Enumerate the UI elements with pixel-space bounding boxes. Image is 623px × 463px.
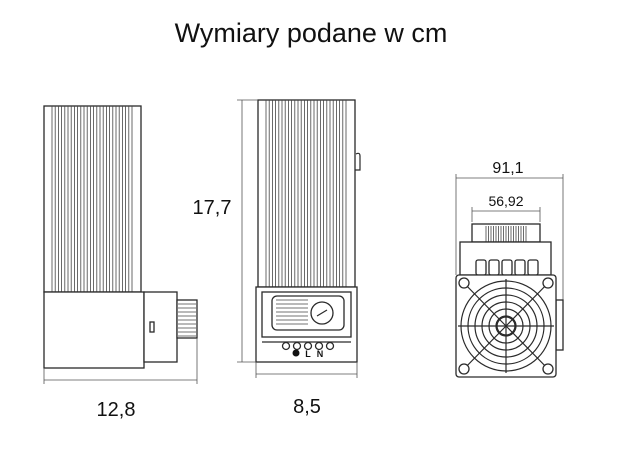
screw-hole bbox=[542, 363, 554, 375]
connector-housing bbox=[143, 291, 178, 363]
side-width-label: 12,8 bbox=[97, 399, 136, 421]
connector-plug bbox=[176, 299, 198, 339]
terminal-hole bbox=[325, 341, 335, 351]
ground-terminal-icon bbox=[292, 349, 300, 357]
terminal-label-n: N bbox=[317, 349, 324, 359]
mounting-hook bbox=[355, 152, 361, 171]
slot bbox=[488, 259, 500, 276]
slot bbox=[475, 259, 487, 276]
front-view: L N 17,7 8,5 bbox=[193, 99, 361, 418]
heatsink-body bbox=[257, 99, 356, 288]
fan-grill bbox=[458, 277, 554, 375]
terminals bbox=[281, 341, 335, 351]
heatsink-body bbox=[43, 105, 142, 293]
front-height-label: 17,7 bbox=[193, 197, 232, 219]
terminal-hole bbox=[281, 341, 291, 351]
terminal-hole bbox=[303, 341, 313, 351]
slot bbox=[501, 259, 513, 276]
screw-hole bbox=[458, 277, 470, 289]
terminal-label-l: L bbox=[305, 349, 311, 359]
inner-width-label: 56,92 bbox=[488, 193, 523, 209]
heatsink-fins bbox=[51, 106, 133, 292]
heatsink-fins bbox=[265, 100, 347, 287]
side-tab bbox=[555, 299, 564, 351]
slot bbox=[527, 259, 539, 276]
outer-width-label: 91,1 bbox=[492, 160, 523, 177]
side-view: 12,8 bbox=[43, 105, 198, 421]
terminal-hole bbox=[292, 341, 302, 351]
latch bbox=[149, 321, 155, 333]
screw-hole bbox=[458, 363, 470, 375]
screw-hole bbox=[542, 277, 554, 289]
fan-view: 91,1 56,92 bbox=[455, 160, 564, 378]
terminal-hole bbox=[314, 341, 324, 351]
slot bbox=[514, 259, 526, 276]
diagram-title: Wymiary podane w cm bbox=[175, 18, 448, 48]
base-housing bbox=[43, 291, 145, 369]
front-width-label: 8,5 bbox=[293, 396, 321, 418]
